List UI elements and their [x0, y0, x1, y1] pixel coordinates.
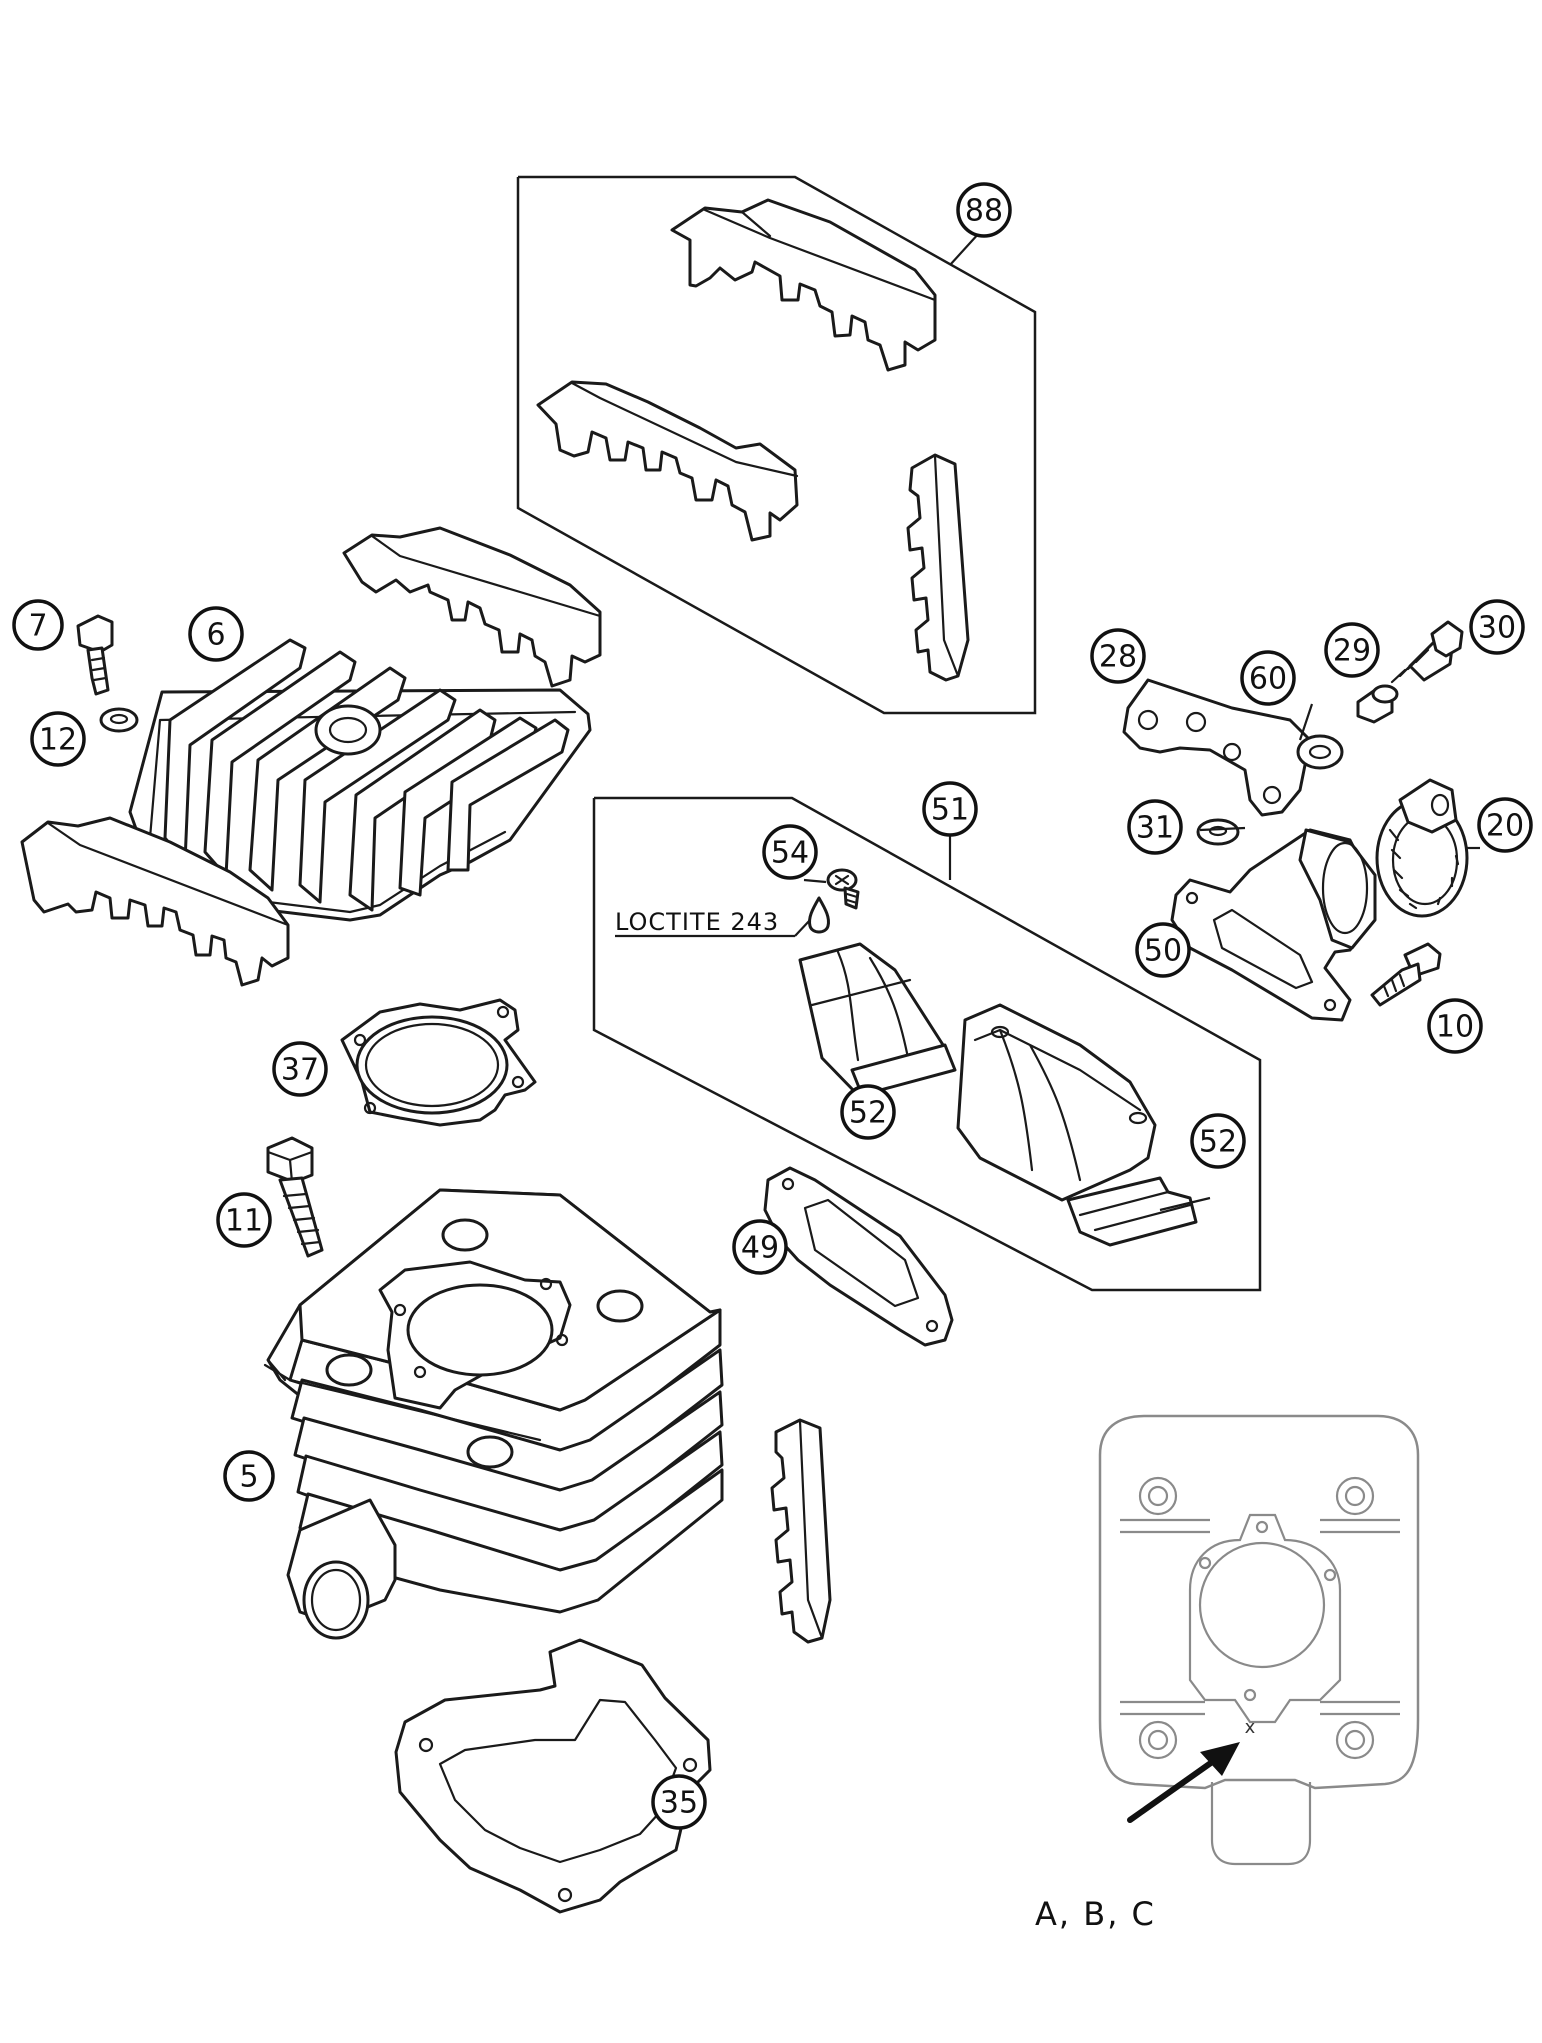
svg-text:51: 51	[931, 793, 969, 828]
bolt-7	[76, 614, 114, 696]
intake-wedge-upper	[670, 198, 937, 372]
reed-petals-52a	[798, 942, 957, 1097]
callout-20: 20	[1477, 797, 1533, 853]
callout-52-right: 52	[1190, 1113, 1246, 1169]
svg-text:52: 52	[1199, 1125, 1237, 1160]
svg-text:5: 5	[239, 1460, 258, 1495]
svg-text:12: 12	[39, 723, 77, 758]
svg-text:54: 54	[771, 836, 809, 871]
svg-text:6: 6	[206, 618, 225, 653]
svg-text:28: 28	[1099, 640, 1137, 675]
svg-text:35: 35	[660, 1786, 698, 1821]
callout-37: 37	[272, 1041, 328, 1097]
callout-29: 29	[1324, 622, 1380, 678]
callout-10: 10	[1427, 998, 1483, 1054]
bolt-11	[266, 1136, 324, 1258]
callout-5: 5	[223, 1450, 275, 1502]
bracket-28	[1122, 678, 1312, 817]
callout-6: 6	[188, 606, 244, 662]
reference-cylinder-top-view: x	[1098, 1414, 1420, 1866]
svg-text:37: 37	[281, 1053, 319, 1088]
callout-49: 49	[732, 1219, 788, 1275]
callout-88: 88	[956, 182, 1012, 238]
bolt-10	[1370, 942, 1442, 1007]
spacer-60	[1296, 734, 1344, 770]
marking-x: x	[1245, 1717, 1256, 1738]
reference-label-abc: A, B, C	[1035, 1895, 1156, 1933]
loctite-drop	[808, 896, 830, 934]
svg-text:10: 10	[1436, 1010, 1474, 1045]
svg-text:52: 52	[849, 1096, 887, 1131]
cylinder	[263, 1188, 724, 1640]
leader-lines	[615, 231, 1480, 1212]
svg-text:49: 49	[741, 1231, 779, 1266]
svg-text:7: 7	[28, 609, 47, 644]
svg-text:30: 30	[1478, 611, 1516, 646]
intake-manifold-50	[1170, 828, 1377, 1022]
callout-30: 30	[1469, 599, 1525, 655]
intake-gasket-49	[763, 1166, 954, 1347]
callout-51: 51	[922, 781, 978, 837]
loctite-label: LOCTITE 243	[615, 908, 779, 936]
callout-50: 50	[1135, 922, 1191, 978]
intake-wedge-lower	[536, 380, 799, 542]
deflector-upper	[342, 526, 602, 688]
svg-text:50: 50	[1144, 934, 1182, 969]
svg-text:88: 88	[965, 194, 1003, 229]
hose-clamp-20	[1375, 778, 1469, 918]
transfer-port-insert	[770, 1418, 832, 1644]
callout-60: 60	[1240, 650, 1296, 706]
svg-text:60: 60	[1249, 662, 1287, 697]
cylinder-head	[128, 638, 592, 922]
svg-text:31: 31	[1136, 811, 1174, 846]
callout-31: 31	[1127, 799, 1183, 855]
callout-7: 7	[12, 599, 64, 651]
screw-54	[826, 868, 860, 910]
callout-11: 11	[216, 1192, 272, 1248]
bolt-30	[1390, 620, 1464, 684]
reference-arrow	[1127, 1742, 1240, 1823]
deflector-lower	[20, 816, 290, 987]
callout-12: 12	[30, 711, 86, 767]
bushing-29	[1356, 684, 1399, 724]
base-gasket-35	[394, 1638, 712, 1914]
kit-51-frame	[592, 796, 1262, 1292]
svg-text:29: 29	[1333, 634, 1371, 669]
callout-28: 28	[1090, 628, 1146, 684]
callout-35: 35	[651, 1774, 707, 1830]
washer-31	[1196, 818, 1240, 846]
intake-wedge-side	[906, 453, 970, 682]
kit-88-frame	[516, 175, 1037, 715]
head-gasket-37	[340, 998, 537, 1127]
reed-petals-52b	[1066, 1176, 1198, 1247]
reed-block	[956, 1003, 1157, 1202]
svg-text:11: 11	[225, 1204, 263, 1239]
svg-text:20: 20	[1486, 809, 1524, 844]
callout-52-left: 52	[840, 1084, 896, 1140]
washer-12	[99, 707, 139, 733]
callout-54: 54	[762, 824, 818, 880]
